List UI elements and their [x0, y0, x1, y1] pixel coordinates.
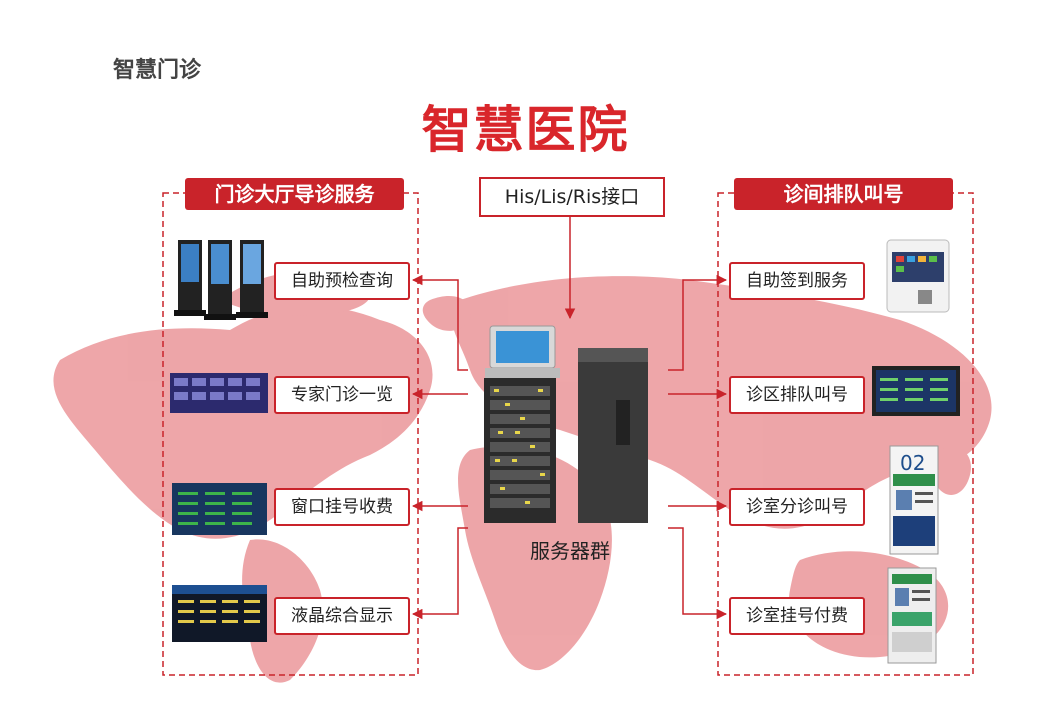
interface-box: His/Lis/Ris接口	[479, 177, 665, 217]
right-node-3: 诊室分诊叫号	[729, 488, 865, 526]
lcd-display-image	[172, 585, 267, 642]
left-device-images	[170, 240, 268, 642]
arrow-to-right-1	[668, 274, 728, 371]
page-title: 智慧门诊	[113, 58, 202, 83]
left-node-2: 专家门诊一览	[274, 376, 410, 414]
right-section-frame	[717, 192, 974, 676]
arrow-to-right-4	[668, 527, 728, 620]
expert-board-image	[170, 373, 268, 413]
checkin-terminal-image	[886, 239, 950, 313]
left-node-3: 窗口挂号收费	[274, 488, 410, 526]
right-device-images	[872, 239, 960, 664]
arrow-to-left-1	[411, 274, 468, 371]
connectors	[411, 214, 728, 620]
left-section-frame	[162, 192, 419, 676]
right-section-header: 诊间排队叫号	[734, 178, 953, 210]
server-label: 服务器群	[530, 539, 610, 563]
room-display-image	[889, 445, 939, 555]
arrow-to-left-4	[411, 527, 468, 620]
server-cluster-image	[484, 325, 648, 523]
left-section-header: 门诊大厅导诊服务	[185, 178, 404, 210]
payment-terminal-image	[887, 567, 937, 664]
main-title: 智慧医院	[421, 101, 630, 159]
right-node-2: 诊区排队叫号	[729, 376, 865, 414]
left-node-1: 自助预检查询	[274, 262, 410, 300]
registration-screen-image	[172, 483, 267, 535]
right-node-4: 诊室挂号付费	[729, 597, 865, 635]
right-node-1: 自助签到服务	[729, 262, 865, 300]
left-node-4: 液晶综合显示	[274, 597, 410, 635]
queue-screen-image	[872, 366, 960, 416]
kiosk-image	[174, 240, 268, 320]
room-number-badge: 02	[900, 451, 926, 475]
